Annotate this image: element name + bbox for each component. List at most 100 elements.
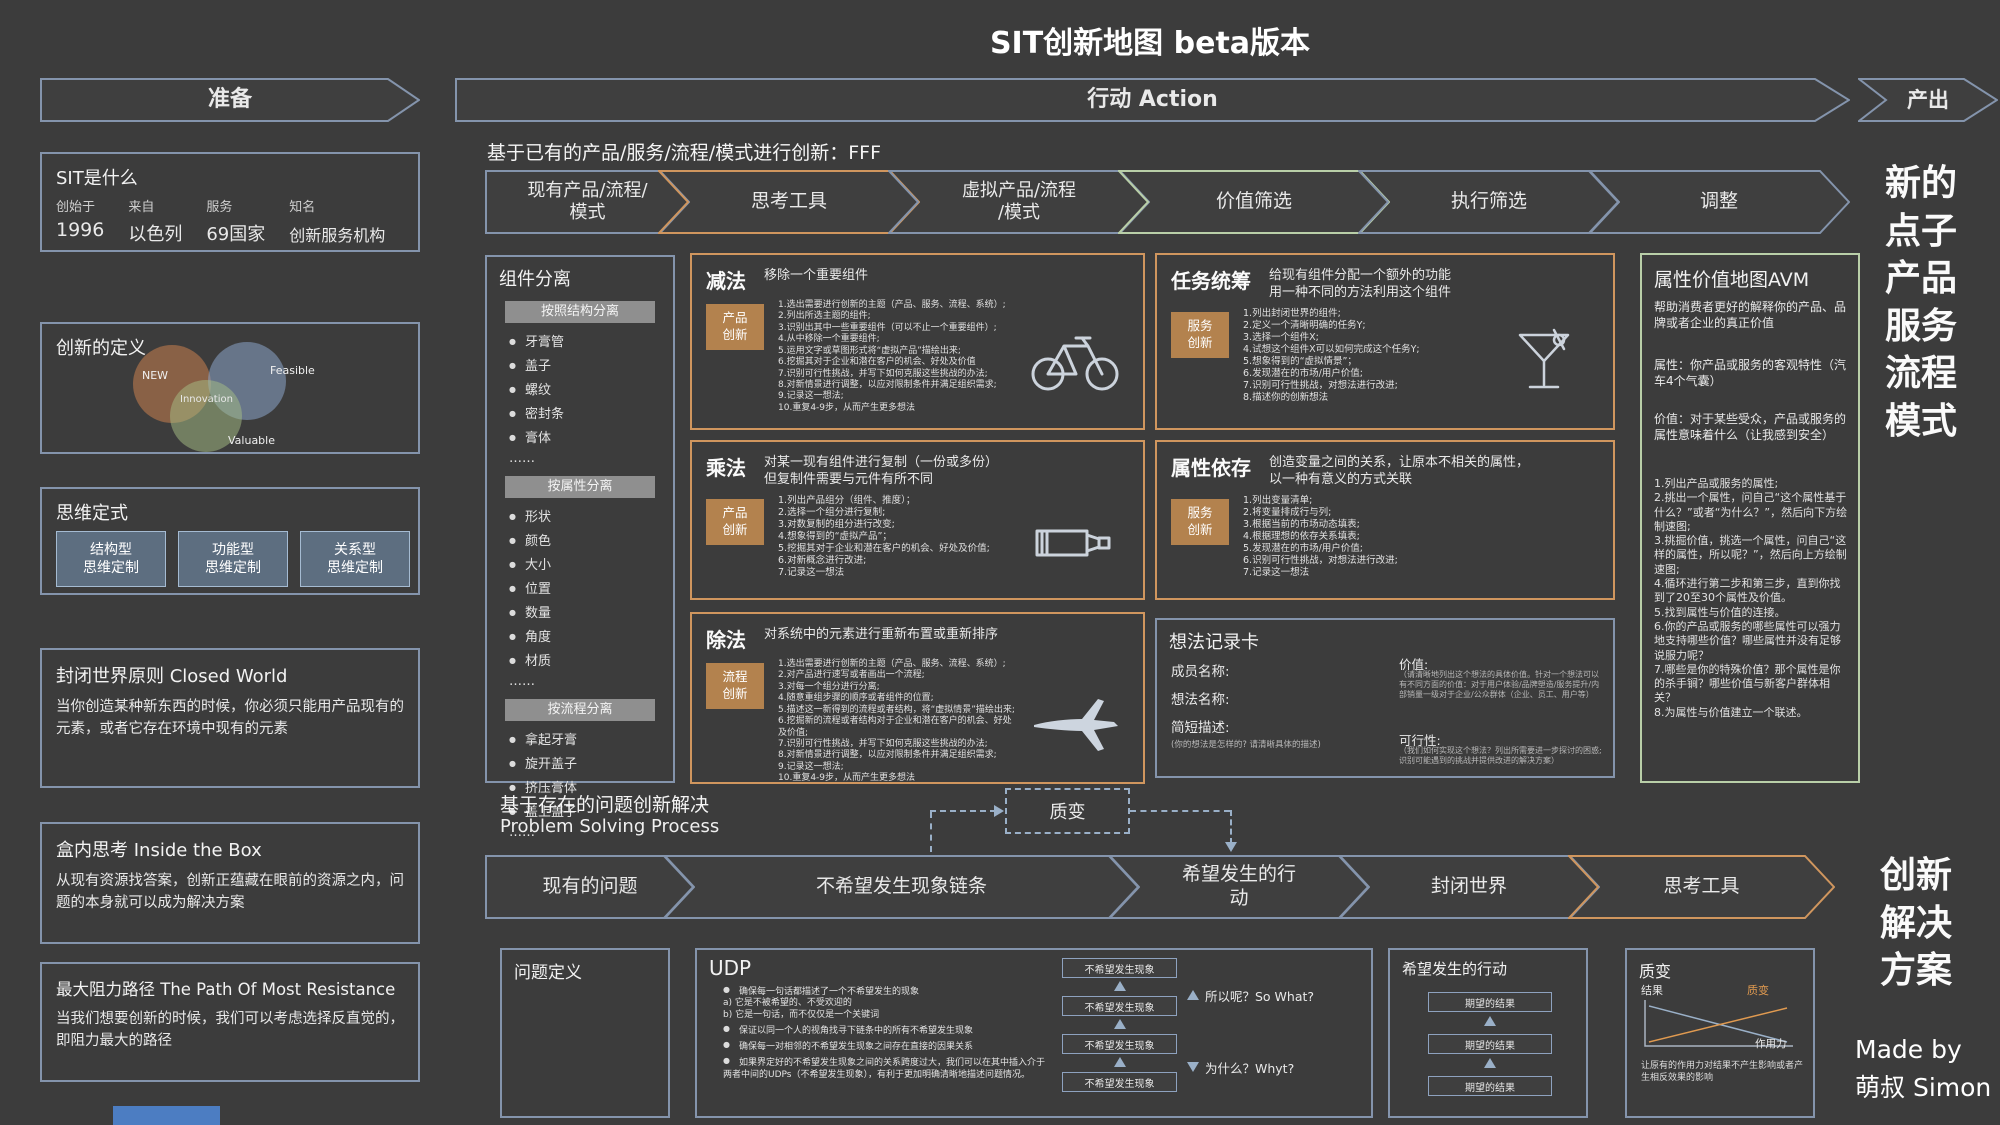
paint-tube-icon [1019, 511, 1129, 571]
fff-step-thinking-tools: 思考工具 [658, 170, 920, 234]
panel-mindset: 思维定式 结构型 思维定制 功能型 思维定制 关系型 思维定制 [40, 487, 420, 595]
inside-box-title: 盒内思考 Inside the Box [56, 840, 262, 861]
panel-closed-world: 封闭世界原则 Closed World 当你创造某种新东西的时候，你必须只能用产… [40, 648, 420, 788]
card-division-desc: 对系统中的元素进行重新布置或重新排序 [764, 627, 999, 642]
fff-step-label: 虚拟产品/流程 /模式 [961, 179, 1077, 224]
list-item: 挤压膏体 [509, 777, 673, 796]
card-multiplication: 乘法 对某一现有组件进行复制（一份或多份） 但复制件需要与元件有所不同 产品 创… [690, 440, 1145, 600]
mutation-arrow-right-icon [994, 805, 1004, 817]
mutation-panel-title: 质变 [1639, 962, 1672, 981]
banner-action: 行动 Action [455, 78, 1850, 122]
banner-prepare: 准备 [40, 78, 420, 122]
closed-world-body: 当你创造某种新东西的时候，你必须只能用产品现有的元素，或者它存在环境中现有的元素 [56, 699, 404, 738]
list-item: 旋开盖子 [509, 753, 673, 772]
innovation-solution-text: 创新 解决 方案 [1880, 855, 1953, 992]
arrow-up-icon [1484, 1058, 1496, 1068]
udp-title: UDP [709, 956, 752, 980]
mutation-label: 质变 [1049, 802, 1086, 823]
sit-col-value: 69国家 [206, 224, 266, 245]
panel-most-resistance: 最大阻力路径 The Path Of Most Resistance 当我们想要… [40, 962, 420, 1082]
arrow-up-icon [1114, 981, 1126, 991]
psp-step-label: 思考工具 [1663, 875, 1740, 898]
udp-bullet: 如果界定好的不希望发生现象之间的关系跨度过大，我们可以在其中插入介于两者中间的U… [723, 1056, 1053, 1081]
card-task-unification: 任务统筹 给现有组件分配一个额外的功能 用一种不同的方法利用这个组件 服务 创新… [1155, 253, 1615, 430]
card-idea-record: 想法记录卡 成员名称: 想法名称: 简短描述: (你的想法是怎样的? 请清晰具体… [1155, 618, 1615, 778]
mutation-body: 让原有的作用力对结果不产生影响或者产生相反效果的影响 [1641, 1061, 1804, 1084]
list-item: 膏体 [509, 427, 673, 446]
card-division: 除法 对系统中的元素进行重新布置或重新排序 流程 创新 1.选出需要进行创新的主… [690, 612, 1145, 784]
inside-box-body: 从现有资源找答案，创新正蕴藏在眼前的资源之内，问题的本身就可以成为解决方案 [56, 873, 404, 912]
mindset-title: 思维定式 [56, 503, 128, 524]
idea-name-label: 想法名称: [1171, 692, 1230, 708]
list-item: 形状 [509, 506, 673, 525]
venn-valuable-circle [170, 380, 242, 452]
badge-product-innovation: 产品 创新 [706, 498, 764, 545]
card-subtraction-title: 减法 [706, 269, 746, 293]
list-item: 盖子 [509, 355, 673, 374]
psp-step-udp-chain: 不希望发生现象链条 [663, 855, 1140, 919]
psp-step-label: 不希望发生现象链条 [815, 875, 987, 898]
banner-prepare-shape [40, 78, 420, 122]
panel-component-separation: 组件分离 按照结构分离 牙膏管 盖子 螺纹 密封条 膏体 …… 按属性分离 形状… [485, 255, 675, 840]
desired-result-box: 期望的结果 [1428, 1034, 1552, 1054]
badge-service-innovation: 服务 创新 [1171, 498, 1229, 545]
sit-col-label: 来自 [128, 200, 155, 215]
bicycle-icon [1019, 324, 1129, 394]
panel-mutation: 质变 结果 质变 作用力 让原有的作用力对结果不产生影响或者产生相反效果的影响 [1625, 948, 1815, 1118]
arrow-up-icon [1187, 990, 1199, 1000]
card-attribute-dependency: 属性依存 创造变量之间的关系，让原本不相关的属性， 以一种有意义的方式关联 服务… [1155, 440, 1615, 600]
mutation-connector-right-h [1130, 810, 1230, 812]
avm-intro: 帮助消费者更好的解释你的产品、品牌或者企业的真正价值 [1654, 300, 1847, 331]
list-item: 密封条 [509, 403, 673, 422]
psp-step-closed-world: 封闭世界 [1338, 855, 1600, 919]
chevron-shape [1588, 170, 1850, 234]
structure-list: 牙膏管 盖子 螺纹 密封条 膏体 …… [487, 331, 673, 466]
avm-steps: 1.列出产品或服务的属性; 2.挑出一个属性，问自己“这个属性基于什么？”或者“… [1654, 477, 1848, 719]
component-separation-title: 组件分离 [499, 269, 571, 290]
psp-intro-line1: 基于存在的问题创新解决 [500, 794, 710, 816]
page-title: SIT创新地图 beta版本 [989, 26, 1311, 61]
udp-bullet: 确保每一句话都描述了一个不希望发生的现象 a) 它是不被希望的、不受欢迎的 b)… [723, 985, 1053, 1021]
banner-output-shape [1858, 78, 1998, 122]
fff-step-label: 执行筛选 [1450, 190, 1527, 213]
badge-product-innovation: 产品 创新 [706, 304, 764, 350]
list-item: 数量 [509, 602, 673, 621]
list-item: 颜色 [509, 530, 673, 549]
idea-value-hint: （请清晰地列出这个想法的具体价值。针对一个想法可以有不同方面的价值：对于用户体验… [1399, 670, 1600, 700]
mutation-curve-label: 质变 [1747, 984, 1769, 997]
attribute-list: 形状 颜色 大小 位置 数量 角度 材质 …… [487, 506, 673, 689]
process-list: 拿起牙膏 旋开盖子 挤压膏体 盖上盖子 …… [487, 729, 673, 840]
fff-step-adjust: 调整 [1588, 170, 1850, 234]
group-header-process: 按流程分离 [505, 699, 655, 721]
idea-feasibility-hint: （我们如何实现这个想法？列出所需要进一步探讨的困惑; 识别可能遇到的挑战并提供改… [1399, 746, 1602, 766]
sit-col-label: 服务 [206, 200, 233, 215]
mutation-dashed-box: 质变 [1005, 788, 1130, 834]
fff-step-label: 价值筛选 [1215, 190, 1292, 213]
fff-step-label: 现有产品/流程/ 模式 [527, 179, 648, 224]
most-resistance-body: 当我们想要创新的时候，我们可以考虑选择反直觉的，即阻力最大的路径 [56, 1011, 404, 1050]
card-subtraction-desc: 移除一个重要组件 [764, 268, 869, 283]
udp-bullet: 确保每一对相邻的不希望发生现象之间存在直接的因果关系 [723, 1040, 1053, 1053]
card-division-steps: 1.选出需要进行创新的主题（产品、服务、流程、系统）; 2.对产品进行速写或者画… [778, 659, 1015, 784]
sit-col-label: 创始于 [56, 200, 96, 215]
udp-chain-box: 不希望发生现象 [1062, 958, 1177, 978]
mindset-button-relational: 关系型 思维定制 [300, 531, 410, 587]
idea-feasibility-label: 可行性: [1399, 733, 1441, 748]
card-task-unification-steps: 1.列出封闭世界的组件; 2.定义一个清晰明确的任务Y; 3.选择一个组件X; … [1243, 307, 1420, 404]
group-header-attribute: 按属性分离 [505, 476, 655, 498]
banner-output-label: 产出 [1907, 87, 1949, 112]
panel-innovation-definition: 创新的定义 NEW Feasible Valuable Innovation [40, 322, 420, 454]
group-header-structure: 按照结构分离 [505, 301, 655, 323]
udp-bullet: 保证以同一个人的视角找寻下链条中的所有不希望发生现象 [723, 1024, 1053, 1037]
banner-action-shape [455, 78, 1850, 122]
fff-intro: 基于已有的产品/服务/流程/模式进行创新：FFF [487, 142, 881, 164]
desired-result-box: 期望的结果 [1428, 992, 1552, 1012]
card-multiplication-steps: 1.列出产品组分（组件、推度）； 2.选择一个组分进行复制; 3.对数复制的组分… [778, 494, 990, 579]
venn-valuable-label: Valuable [228, 434, 275, 447]
card-attribute-dependency-title: 属性依存 [1171, 456, 1251, 480]
panel-problem-definition: 问题定义 [500, 948, 670, 1118]
arrow-up-icon [1114, 1019, 1126, 1029]
mindset-button-functional: 功能型 思维定制 [178, 531, 288, 587]
arrow-down-icon [1187, 1062, 1199, 1072]
idea-record-title: 想法记录卡 [1169, 632, 1259, 653]
